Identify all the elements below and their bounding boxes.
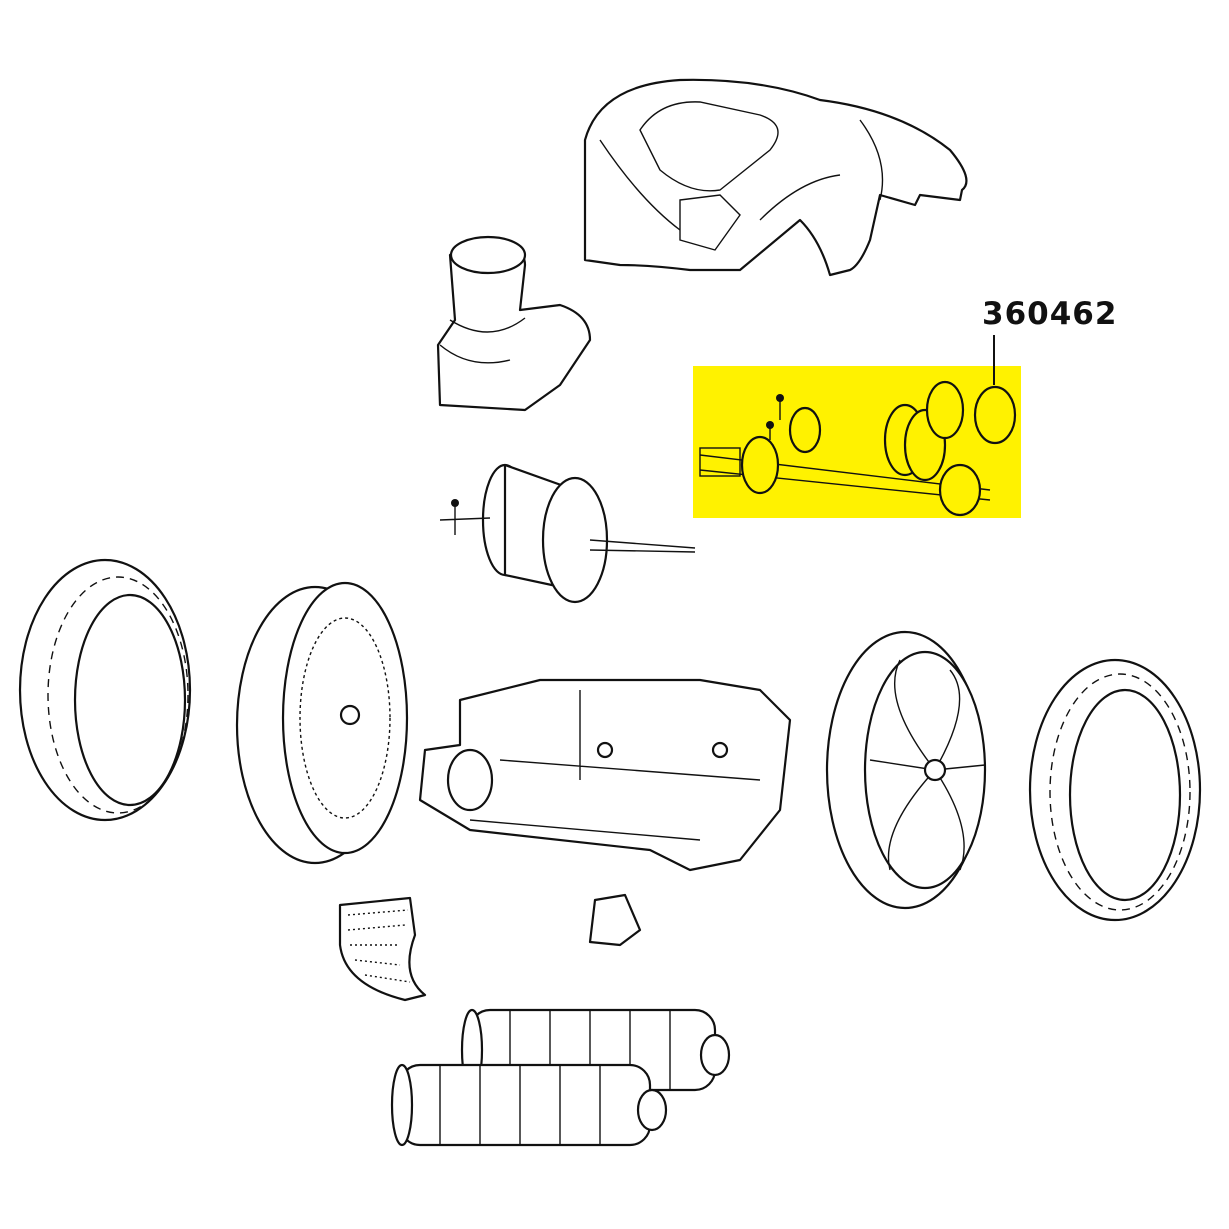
elbow-swivel-part: [436, 235, 592, 412]
left-wheel-part: [235, 581, 409, 865]
top-cover-part: [583, 78, 968, 277]
right-tire-part: [1028, 658, 1202, 922]
turbine-spool-part: [439, 463, 696, 604]
roller-lower-part: [390, 1063, 668, 1147]
left-tire-part: [18, 558, 192, 822]
skirt-flap-part: [338, 896, 427, 1002]
chassis-body-part: [418, 678, 792, 872]
part-number-callout: 360462: [982, 296, 1118, 332]
clip-part: [588, 893, 642, 947]
right-wheel-part: [825, 630, 987, 910]
drive-train-gear-assembly: [699, 335, 1017, 517]
